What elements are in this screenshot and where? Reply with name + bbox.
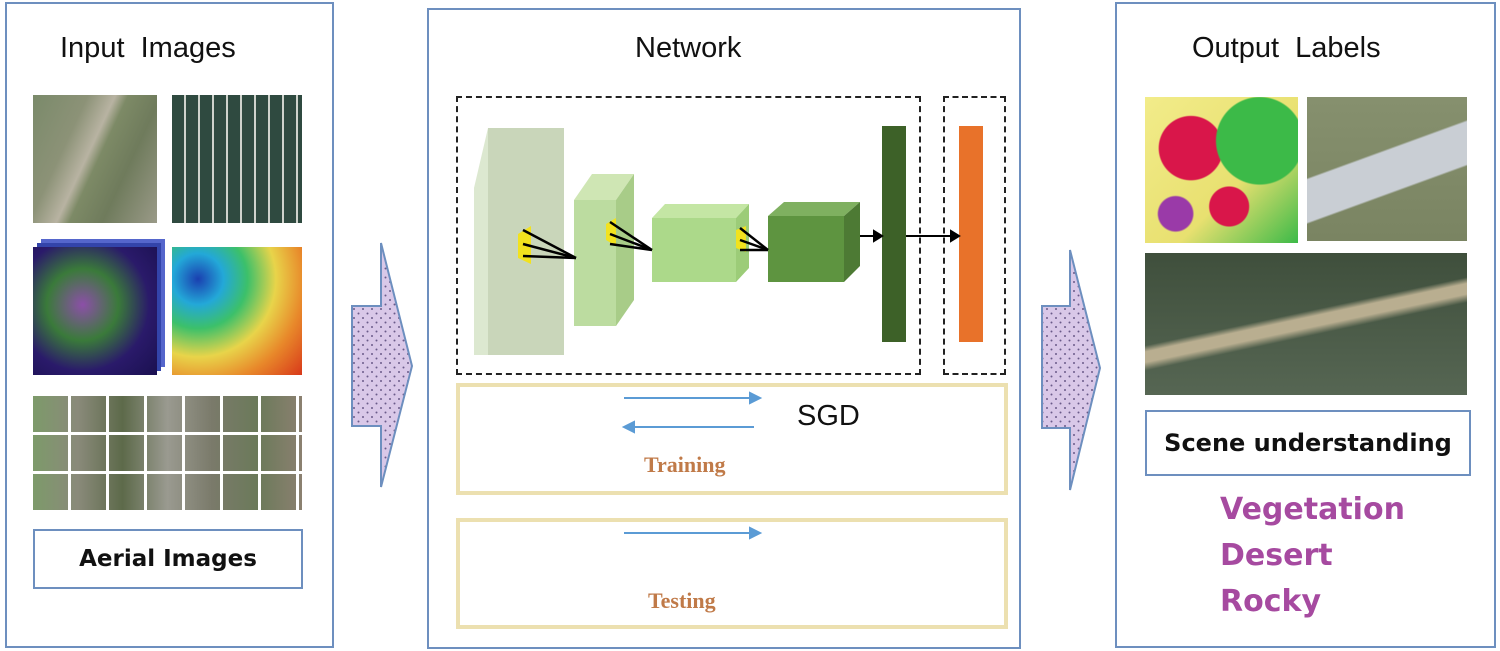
aerial-images-label: Aerial Images xyxy=(79,546,257,572)
flow-arrows xyxy=(621,391,763,540)
scene-thumbnail-grid xyxy=(33,393,302,510)
conv-layer-3-top xyxy=(652,204,749,218)
conv-layer-2-top xyxy=(574,174,634,200)
sgd-label: SGD xyxy=(797,400,860,432)
training-box xyxy=(456,383,1008,495)
layer-connection-arrows xyxy=(860,229,961,243)
testing-label: Testing xyxy=(648,588,716,613)
conv-layer-1-edge xyxy=(474,128,488,355)
process-arrow-right xyxy=(1041,249,1102,491)
input-images-title: Input Images xyxy=(60,32,236,64)
elevation-map-image xyxy=(172,247,302,375)
class-label-desert: Desert xyxy=(1220,538,1333,573)
land-cover-map-image xyxy=(1145,97,1298,243)
class-label-vegetation: Vegetation xyxy=(1220,492,1405,527)
network-title: Network xyxy=(635,32,742,64)
conv-layer-4-side xyxy=(844,202,860,282)
conv-layer-2 xyxy=(574,200,616,326)
kernel-3 xyxy=(736,226,746,252)
aerial-image-road xyxy=(33,95,157,223)
class-label-rocky: Rocky xyxy=(1220,584,1322,619)
scene-understanding-caption: Scene understanding xyxy=(1145,410,1471,476)
conv-layer-2-side xyxy=(616,174,634,326)
aerial-images-caption: Aerial Images xyxy=(33,529,303,589)
testing-box xyxy=(456,518,1008,629)
building-aerial-image xyxy=(1307,97,1467,241)
conv-layer-4-top xyxy=(768,202,860,216)
aerial-image-marina xyxy=(172,95,302,223)
conv-layer-3 xyxy=(652,218,736,282)
fully-connected-layer xyxy=(882,126,906,342)
conv-layer-4 xyxy=(768,216,844,282)
process-arrow-left xyxy=(351,242,414,488)
output-layer xyxy=(959,126,983,342)
hyperspectral-cube-image xyxy=(33,247,157,375)
training-label: Training xyxy=(644,452,726,477)
scene-understanding-label: Scene understanding xyxy=(1164,429,1452,457)
output-labels-title: Output Labels xyxy=(1192,32,1381,64)
terrain-aerial-image xyxy=(1145,253,1467,395)
kernel-lines xyxy=(522,220,769,260)
